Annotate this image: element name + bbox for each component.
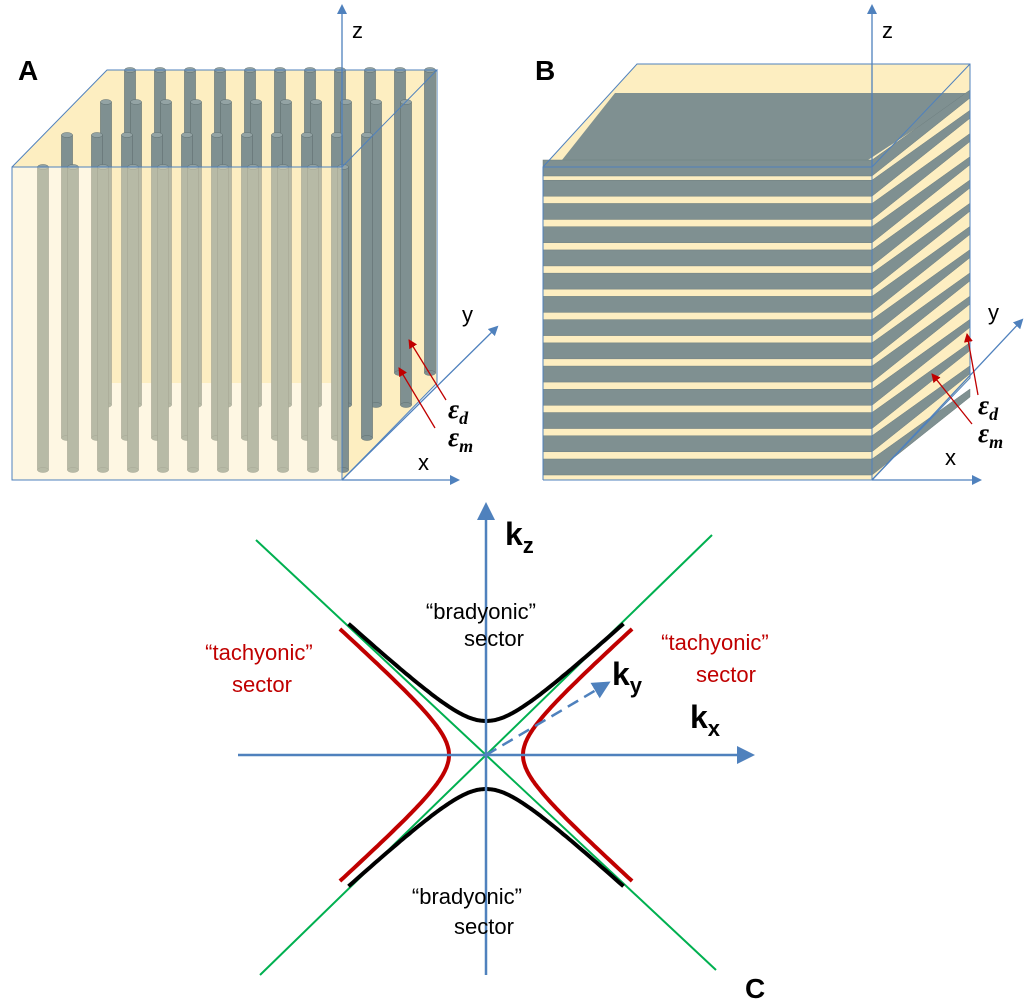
nanowire-rod-top bbox=[361, 132, 373, 138]
nanowire-array bbox=[37, 67, 436, 473]
nanowire-rod-top bbox=[130, 99, 142, 105]
nanowire-rod bbox=[400, 101, 412, 406]
metal-layer bbox=[542, 458, 873, 476]
metal-layer bbox=[542, 272, 873, 290]
metal-layer bbox=[542, 365, 873, 383]
panel-a-eps-m-label: εm bbox=[448, 422, 473, 456]
nanowire-rod-top bbox=[280, 99, 292, 105]
nanowire-rod-top bbox=[301, 132, 313, 138]
metal-layer bbox=[542, 389, 873, 406]
panel-a-label: A bbox=[18, 55, 38, 86]
nanowire-rod-bottom bbox=[187, 467, 199, 473]
ky-axis bbox=[485, 681, 611, 757]
nanowire-rod-bottom bbox=[307, 467, 319, 473]
metal-layer bbox=[542, 249, 873, 267]
ky-label: ky bbox=[612, 656, 643, 698]
panel-b-eps-m-label: εm bbox=[978, 418, 1003, 452]
metal-layer bbox=[542, 342, 873, 360]
nanowire-rod-top bbox=[271, 132, 283, 138]
metal-layer bbox=[542, 296, 873, 313]
panel-a-eps-d-label: εd bbox=[448, 394, 469, 428]
panel-b-top-right-edge bbox=[871, 63, 971, 168]
bradyonic-bottom-label: “bradyonic” sector bbox=[412, 884, 528, 939]
panel-c-label: C bbox=[745, 973, 765, 1002]
nanowire-rod-bottom bbox=[157, 467, 169, 473]
kx-label: kx bbox=[690, 699, 721, 741]
panel-a: z y x εd εm A bbox=[11, 4, 499, 485]
nanowire-rod-top bbox=[160, 99, 172, 105]
metal-layer bbox=[542, 412, 873, 429]
panel-a-front-face bbox=[11, 166, 343, 481]
nanowire-rod bbox=[361, 134, 373, 439]
nanowire-rod-top bbox=[340, 99, 352, 105]
panel-b-label: B bbox=[535, 55, 555, 86]
panel-b-eps-d-arrow bbox=[963, 333, 979, 396]
nanowire-rod-bottom bbox=[277, 467, 289, 473]
nanowire-rod-top bbox=[91, 132, 103, 138]
nanowire-rod-top bbox=[250, 99, 262, 105]
panel-a-eps-d-arrow bbox=[408, 339, 447, 401]
metal-layer bbox=[542, 435, 873, 453]
panel-a-y-axis bbox=[341, 325, 499, 481]
nanowire-rod-top bbox=[100, 99, 112, 105]
kz-label: kz bbox=[505, 516, 534, 558]
panel-b: z y x εd εm B bbox=[535, 4, 1024, 485]
nanowire-rod-bottom bbox=[400, 402, 412, 408]
nanowire-rod-top bbox=[121, 132, 133, 138]
panel-a-z-label: z bbox=[352, 18, 363, 43]
panel-b-eps-d-label: εd bbox=[978, 390, 999, 424]
nanowire-rod-top bbox=[331, 132, 343, 138]
nanowire-rod-top bbox=[241, 132, 253, 138]
nanowire-rod-bottom bbox=[247, 467, 259, 473]
panel-b-y-label: y bbox=[988, 300, 999, 325]
nanowire-rod-top bbox=[151, 132, 163, 138]
nanowire-rod-bottom bbox=[217, 467, 229, 473]
tachyonic-left-label: “tachyonic” sector bbox=[205, 640, 319, 697]
nanowire-rod-top bbox=[310, 99, 322, 105]
nanowire-rod-bottom bbox=[337, 467, 349, 473]
panel-b-y-axis bbox=[871, 318, 1024, 481]
nanowire-rod-top bbox=[220, 99, 232, 105]
nanowire-rod-bottom bbox=[361, 435, 373, 441]
nanowire-rod bbox=[424, 69, 436, 374]
metal-layer-stack bbox=[542, 89, 971, 476]
panel-a-x-label: x bbox=[418, 450, 429, 475]
nanowire-rod-bottom bbox=[37, 467, 49, 473]
panel-b-x-label: x bbox=[945, 445, 956, 470]
nanowire-rod-top bbox=[61, 132, 73, 138]
metal-layer bbox=[542, 179, 873, 197]
nanowire-rod-top bbox=[190, 99, 202, 105]
metal-layer-top bbox=[562, 93, 970, 160]
metal-layer bbox=[542, 226, 873, 243]
metal-layer bbox=[542, 203, 873, 220]
panel-a-top-edges bbox=[11, 69, 439, 168]
nanowire-rod-bottom bbox=[127, 467, 139, 473]
panel-a-eps-m-arrow bbox=[398, 367, 436, 429]
tachyonic-right-label: “tachyonic” sector bbox=[661, 630, 775, 687]
panel-b-eps-m-arrow bbox=[931, 373, 973, 425]
panel-b-z-label: z bbox=[882, 18, 893, 43]
nanowire-rod-bottom bbox=[67, 467, 79, 473]
nanowire-rod-top bbox=[370, 99, 382, 105]
panel-a-side-edges bbox=[341, 70, 438, 481]
panel-c: kz kx ky “bradyonic” sector “bradyonic” … bbox=[205, 502, 775, 1002]
bradyonic-top-label: “bradyonic” sector bbox=[426, 599, 542, 651]
nanowire-rod-top bbox=[211, 132, 223, 138]
metal-layer bbox=[542, 159, 873, 177]
panel-a-y-label: y bbox=[462, 302, 473, 327]
metal-layer bbox=[542, 319, 873, 336]
nanowire-rod-top bbox=[181, 132, 193, 138]
nanowire-rod-bottom bbox=[97, 467, 109, 473]
